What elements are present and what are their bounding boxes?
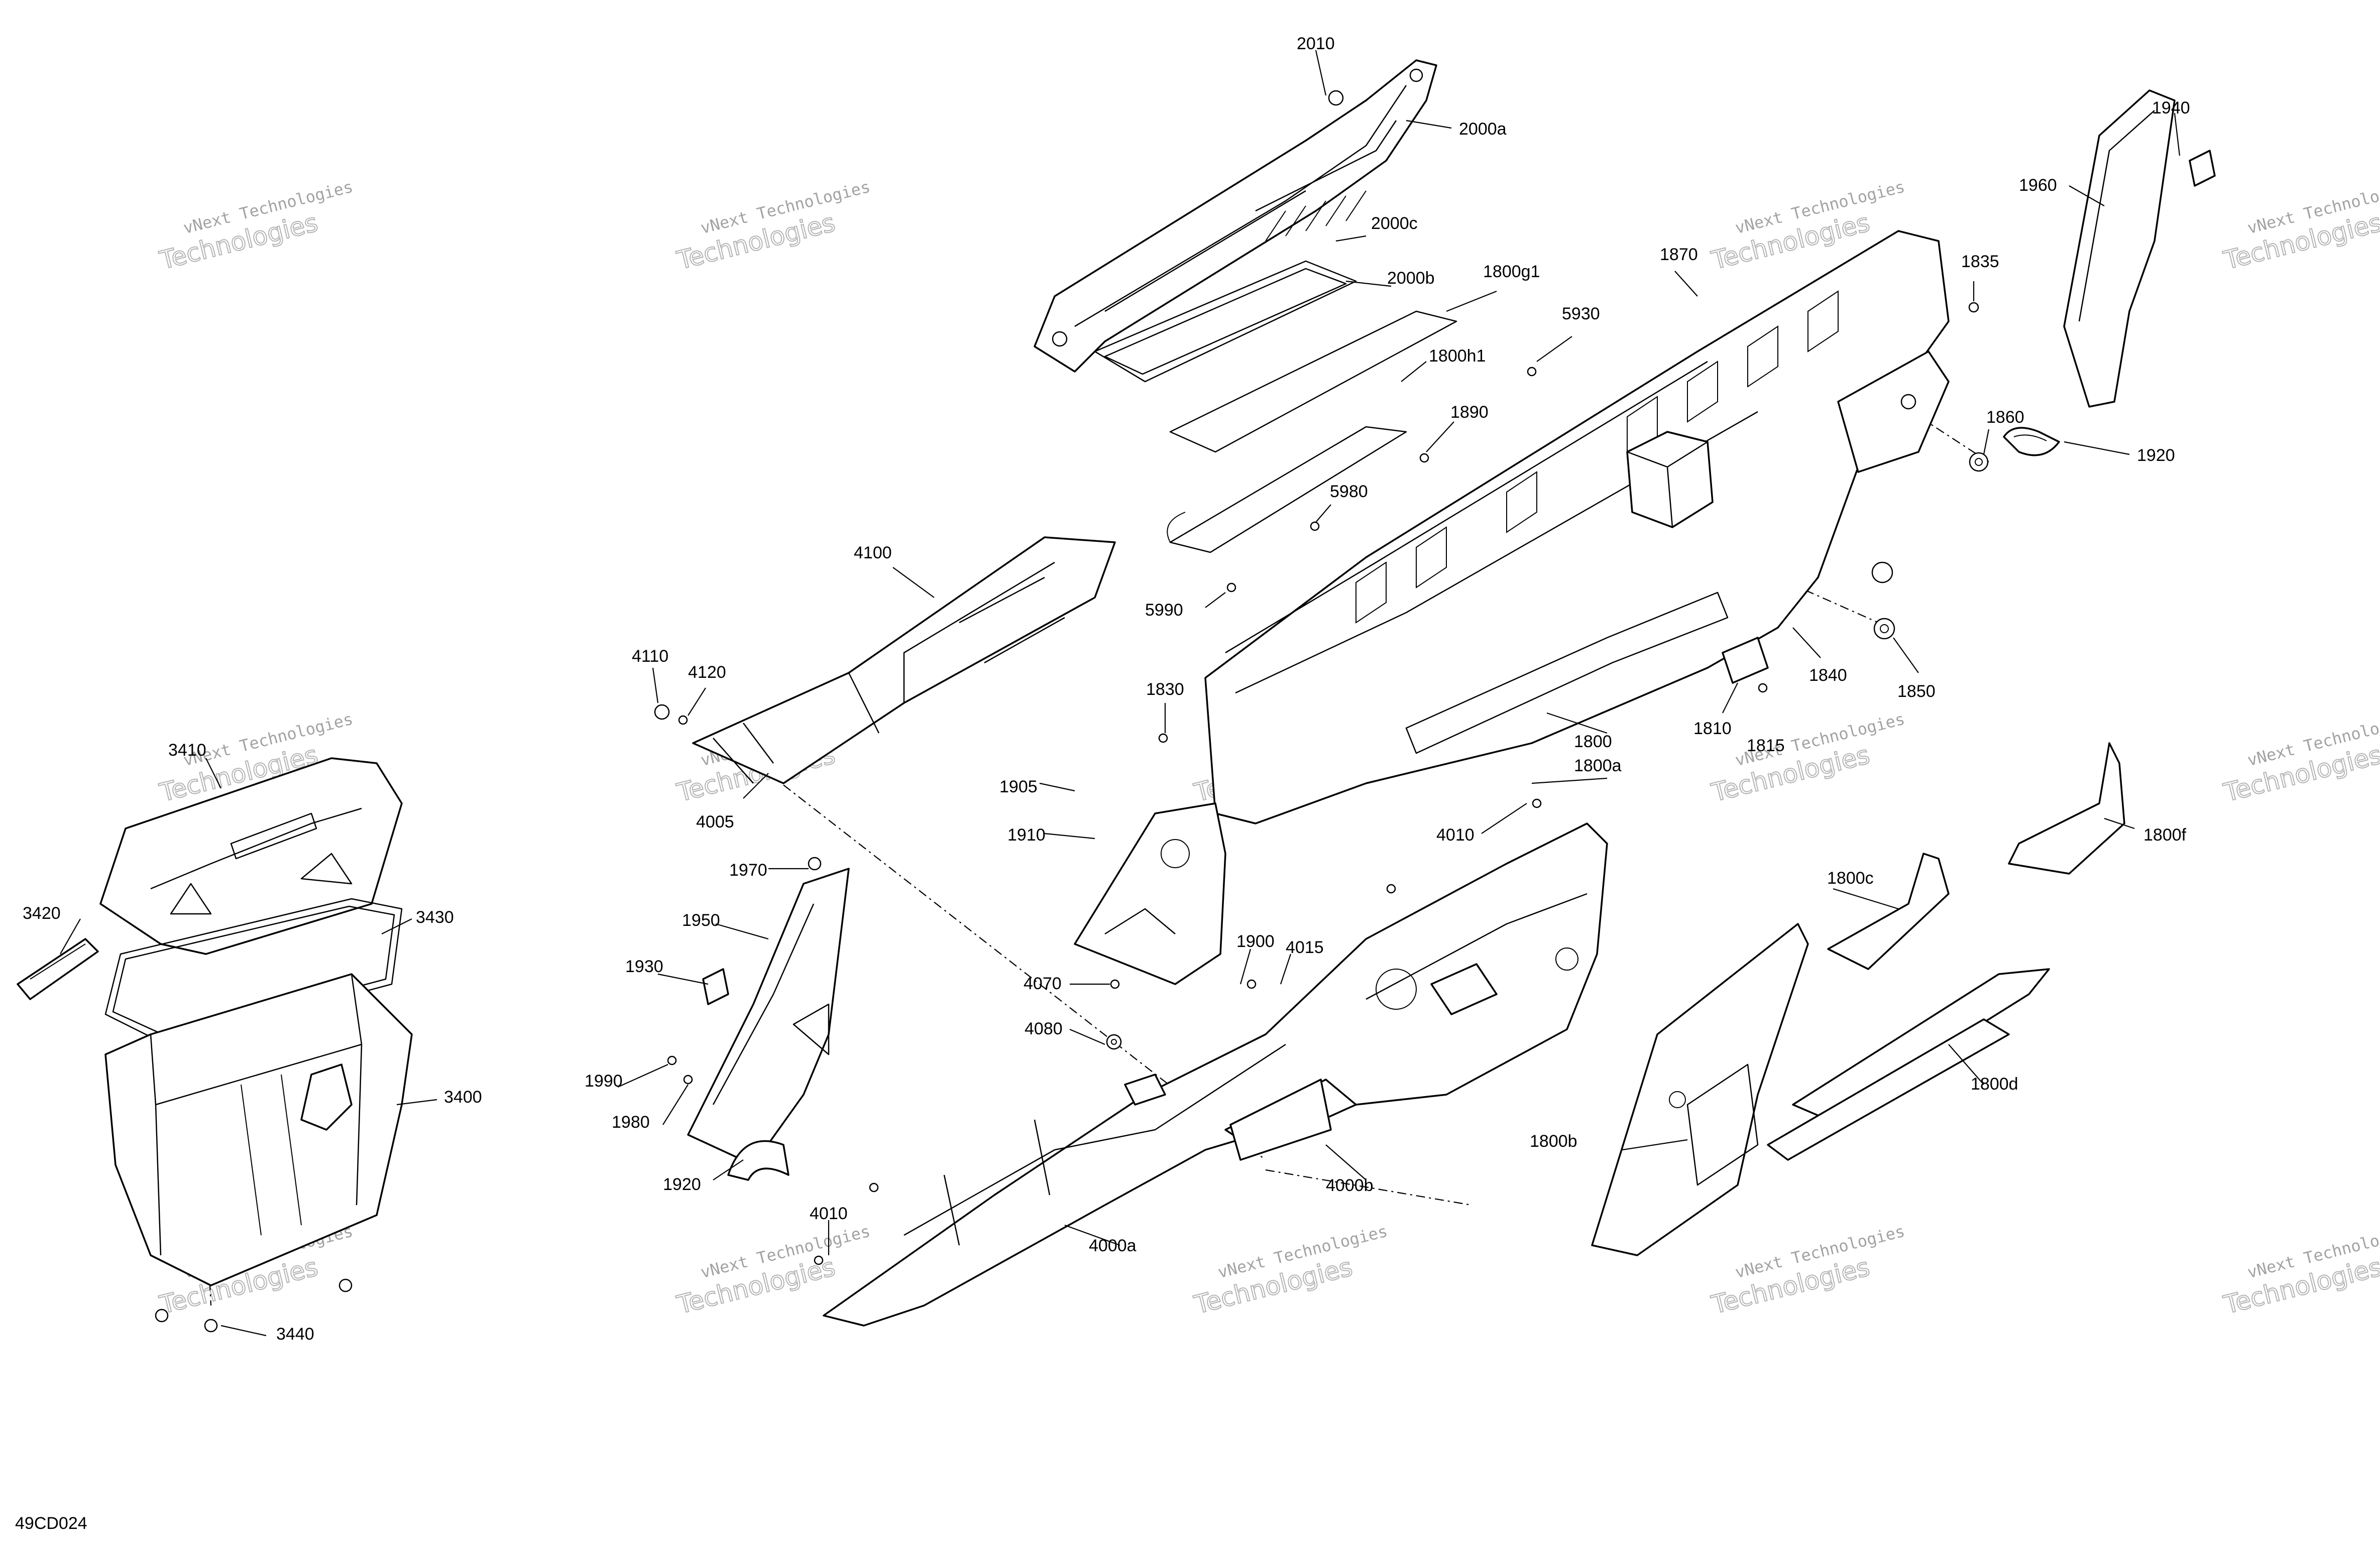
drawing-code: 49CD024: [15, 1514, 87, 1533]
callout-4010: 4010: [810, 1204, 848, 1223]
callout-3400: 3400: [444, 1088, 482, 1107]
callout-1830: 1830: [1146, 680, 1184, 699]
callout-1800f: 1800f: [2143, 825, 2187, 845]
callout-1920: 1920: [2137, 446, 2175, 465]
callout-3410: 3410: [168, 741, 206, 760]
watermark: vNext Technologies Technologies: [1708, 1221, 1907, 1320]
callout-4000a: 4000a: [1089, 1236, 1137, 1255]
callout-1905: 1905: [999, 777, 1038, 796]
callout-4110: 4110: [632, 647, 668, 666]
callout-1920: 1920: [663, 1175, 701, 1194]
callout-1800g1: 1800g1: [1483, 262, 1540, 281]
callout-1835: 1835: [1961, 252, 1999, 271]
callout-2000a: 2000a: [1459, 120, 1507, 139]
callout-1860: 1860: [1986, 408, 2024, 427]
callout-1990: 1990: [585, 1072, 623, 1091]
seat-frame-assembly: [1034, 59, 1457, 553]
callout-1850: 1850: [1897, 682, 1936, 701]
callout-1800c: 1800c: [1827, 869, 1874, 888]
callout-5990: 5990: [1145, 601, 1183, 620]
callout-1890: 1890: [1450, 403, 1489, 422]
right-side-trim: [2003, 89, 2216, 456]
main-dash-panel: [1074, 230, 1989, 985]
callout-1930: 1930: [625, 957, 663, 976]
callout-1980: 1980: [612, 1113, 650, 1132]
left-center-trim: [667, 857, 850, 1181]
callout-4070: 4070: [1024, 974, 1062, 993]
callout-4080: 4080: [1025, 1019, 1063, 1038]
watermark: vNext Technologies Technologies: [2220, 1221, 2380, 1320]
callout-5980: 5980: [1330, 482, 1368, 501]
callout-1870: 1870: [1660, 245, 1698, 264]
callout-2000b: 2000b: [1387, 269, 1435, 288]
callout-4120: 4120: [688, 663, 726, 682]
callout-5930: 5930: [1562, 304, 1600, 323]
callout-1800: 1800: [1574, 732, 1612, 751]
callout-4015: 4015: [1286, 938, 1324, 957]
watermark: vNext Technologies Technologies: [1191, 1221, 1390, 1320]
watermark: vNext Technologies Technologies: [156, 177, 355, 276]
watermark: vNext Technologies Technologies: [1708, 709, 1907, 808]
watermark: vNext Technologies Technologies: [2220, 177, 2380, 276]
callout-1810: 1810: [1693, 719, 1732, 738]
callout-1960: 1960: [2019, 176, 2057, 195]
callout-1970: 1970: [729, 861, 767, 880]
callout-1800h1: 1800h1: [1429, 346, 1486, 366]
storage-box: [17, 757, 413, 1333]
leader-lines: [60, 50, 2181, 1337]
callout-1940: 1940: [2152, 98, 2190, 117]
callout-4010: 4010: [1436, 825, 1475, 845]
callout-1900: 1900: [1236, 932, 1275, 951]
watermark: vNext Technologies Technologies: [673, 177, 872, 276]
callout-1950: 1950: [682, 911, 720, 930]
callout-1840: 1840: [1809, 666, 1847, 685]
callout-1815: 1815: [1747, 736, 1785, 755]
air-duct-4100: [654, 536, 1116, 784]
callout-1800a: 1800a: [1574, 756, 1622, 775]
callout-3430: 3430: [416, 908, 454, 927]
lower-console: [814, 798, 1608, 1327]
callout-3420: 3420: [23, 904, 61, 923]
callout-1800d: 1800d: [1971, 1075, 2018, 1094]
insulation-panels: [1591, 742, 2125, 1256]
callout-labels: 2010 2000a 2000c 2000b 1800g1 1800h1 187…: [23, 34, 2190, 1344]
callout-2000c: 2000c: [1371, 214, 1418, 233]
watermark: vNext Technologies Technologies: [2220, 709, 2380, 808]
callout-4100: 4100: [854, 543, 892, 562]
callout-4000b: 4000b: [1326, 1176, 1374, 1195]
callout-1910: 1910: [1007, 825, 1046, 845]
callout-1800b: 1800b: [1530, 1132, 1577, 1151]
callout-3440: 3440: [276, 1325, 314, 1344]
callout-2010: 2010: [1297, 34, 1335, 53]
callout-4005: 4005: [696, 812, 734, 832]
